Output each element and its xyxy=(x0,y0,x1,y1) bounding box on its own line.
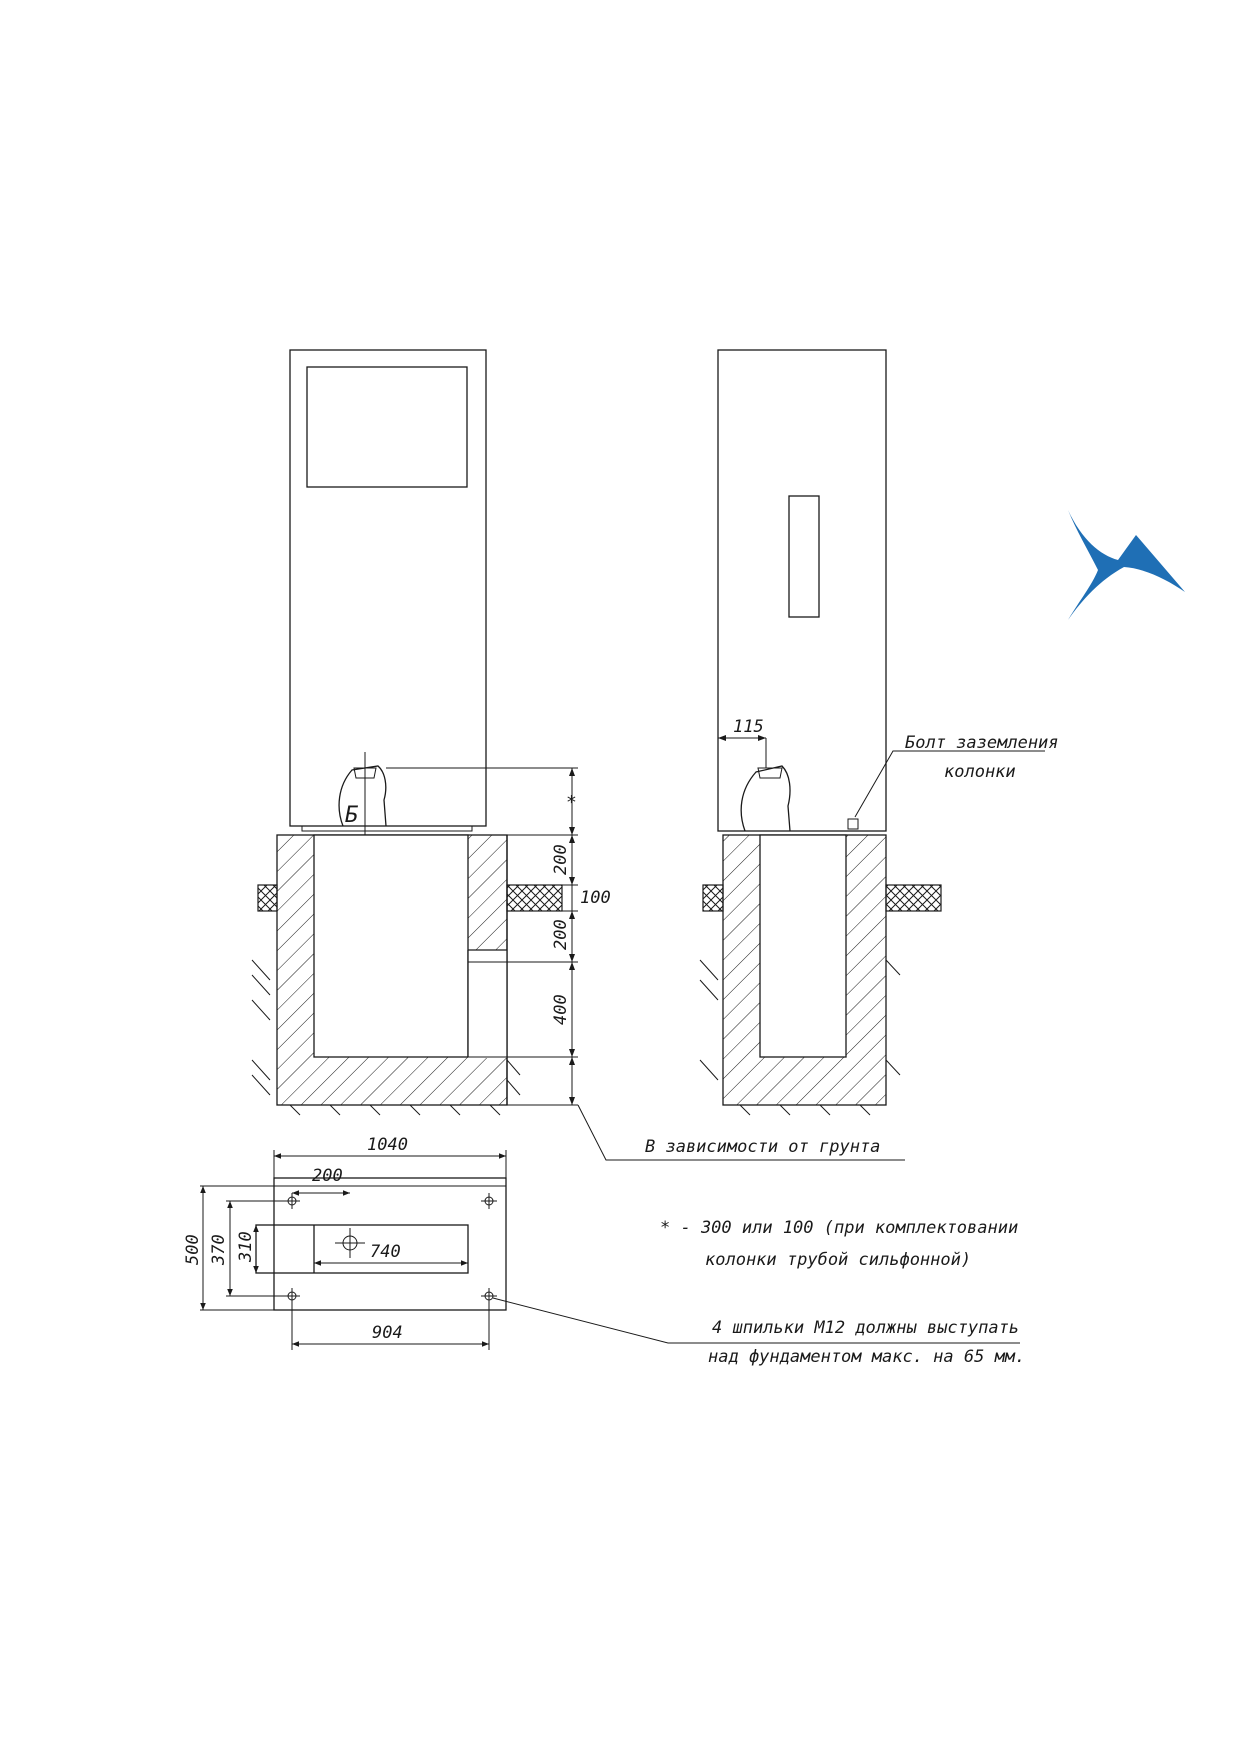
dim-200-mid: 200 xyxy=(551,919,571,950)
ground-bolt-label-1: Болт заземления xyxy=(905,733,1059,753)
pipe-section-left xyxy=(257,884,278,912)
bird-logo xyxy=(1068,510,1185,620)
nozzle-side xyxy=(740,765,791,832)
note-asterisk-line2: колонки трубой сильфонной) xyxy=(705,1250,971,1270)
ground-bolt xyxy=(847,818,859,830)
vertical-dimensions: * 200 100 200 400 xyxy=(386,767,611,1106)
ground-bolt-label-2: колонки xyxy=(944,762,1016,782)
note-studs-line1: 4 шпильки М12 должны выступать xyxy=(712,1318,1019,1338)
dispenser-body-side xyxy=(717,349,887,832)
dim-370: 370 xyxy=(209,1234,229,1266)
soil-leader xyxy=(577,1104,905,1161)
section-mark: Б xyxy=(345,803,359,828)
dim-904: 904 xyxy=(372,1323,403,1343)
dim-200-top: 200 xyxy=(551,844,571,875)
pipe-opening xyxy=(255,1224,469,1274)
note-asterisk-line1: * - 300 или 100 (при комплектовании xyxy=(660,1218,1018,1238)
dim-115: 115 xyxy=(733,717,764,737)
foundation-front xyxy=(251,834,563,1116)
dim-1040: 1040 xyxy=(367,1135,408,1155)
ground-bolt-leader xyxy=(854,750,1045,818)
front-view: Б * 200 100 200 400 xyxy=(251,349,905,1161)
dim-100: 100 xyxy=(580,888,611,908)
dim-500: 500 xyxy=(183,1234,203,1265)
plan-view: 1040 200 500 370 310 740 904 xyxy=(183,1135,1020,1350)
dim-400: 400 xyxy=(551,994,571,1025)
nozzle-head xyxy=(353,767,377,779)
foundation-side xyxy=(699,834,942,1116)
base-plate xyxy=(301,825,473,832)
side-slot xyxy=(788,495,820,618)
pipe-section-right xyxy=(506,884,563,912)
foundation-plan-outline xyxy=(273,1177,507,1311)
dim-740: 740 xyxy=(370,1242,401,1262)
note-studs-line2: над фундаментом макс. на 65 мм. xyxy=(708,1347,1025,1367)
dispenser-body-front xyxy=(289,349,487,827)
nozzle-front xyxy=(338,765,387,827)
side-view: 115 Болт заземления колонки xyxy=(699,349,1059,1116)
notes: * - 300 или 100 (при комплектовании коло… xyxy=(660,1218,1025,1367)
dim-asterisk: * xyxy=(566,792,577,813)
studs-leader xyxy=(492,1297,1020,1344)
depends-on-soil-label: В зависимости от грунта xyxy=(645,1137,880,1157)
dim-200-plan: 200 xyxy=(312,1166,343,1186)
display-window xyxy=(306,366,468,488)
dim-310: 310 xyxy=(236,1231,256,1263)
